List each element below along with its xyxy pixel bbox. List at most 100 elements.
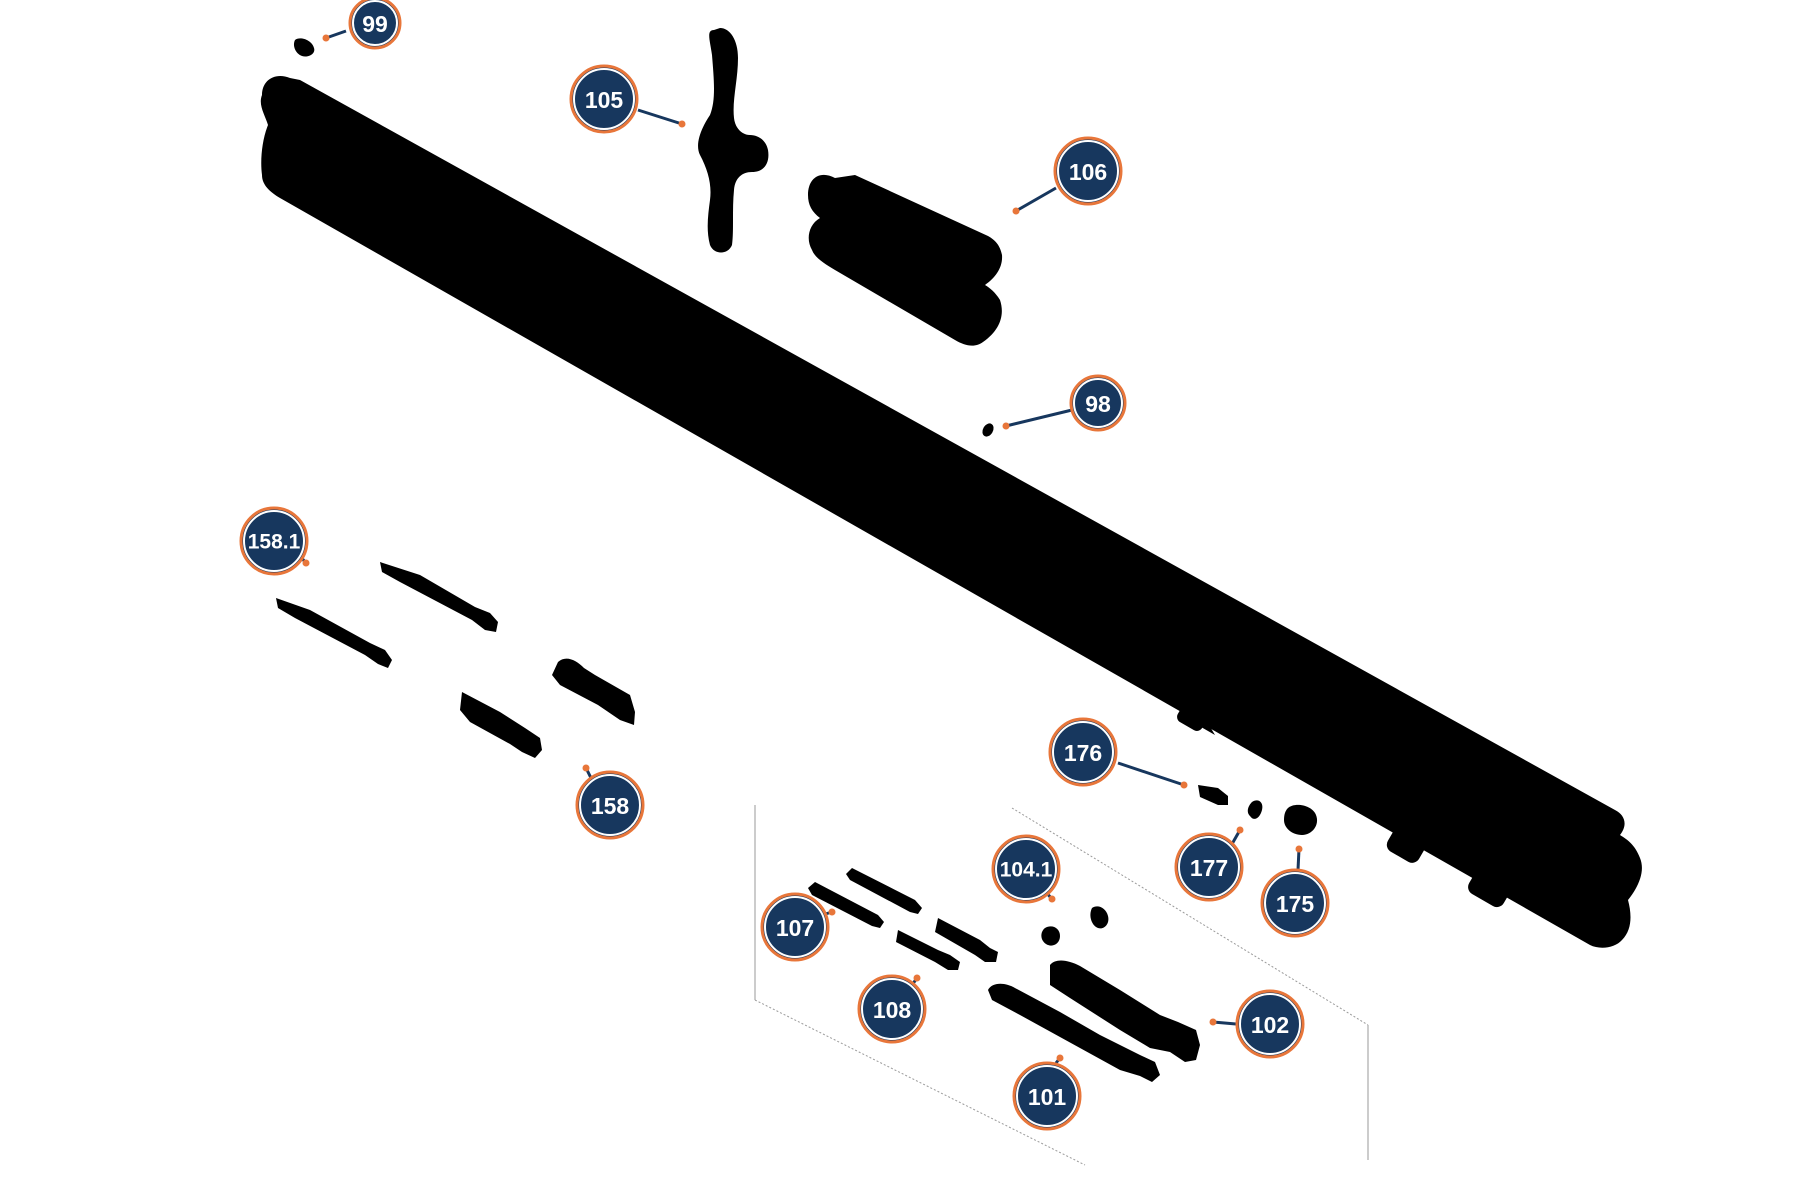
part-107-b — [846, 868, 922, 914]
part-99 — [293, 38, 315, 57]
part-105 — [698, 28, 769, 253]
part-175 — [1284, 804, 1318, 835]
callout-98[interactable]: 98 — [1002, 374, 1127, 432]
leader-line — [1015, 186, 1057, 213]
callout-101[interactable]: 101 — [1012, 1054, 1082, 1131]
leader-dot — [1295, 845, 1303, 853]
part-104-1-a — [1041, 926, 1060, 946]
callout-badge — [1053, 136, 1123, 206]
part-104-1-b — [1090, 906, 1109, 929]
callout-badge — [1174, 832, 1244, 902]
callout-inner-ring — [1239, 993, 1301, 1055]
leader-dot — [1209, 1018, 1217, 1026]
callout-inner-ring — [1178, 836, 1240, 898]
leader-line — [637, 108, 683, 126]
part-158-1-a — [380, 562, 498, 632]
part-158-a — [552, 658, 635, 725]
callout-label: 99 — [362, 11, 388, 37]
callout-badge — [1048, 717, 1118, 787]
callout-175[interactable]: 175 — [1260, 845, 1330, 938]
callout-176[interactable]: 176 — [1048, 717, 1188, 789]
callout-inner-ring — [573, 68, 635, 130]
part-main-body-lug-4 — [1468, 866, 1512, 908]
callout-label: 108 — [873, 997, 912, 1023]
callout-inner-ring — [579, 774, 641, 836]
leader-dot — [1056, 1054, 1064, 1062]
leader-dot — [302, 559, 310, 567]
leader-dot — [913, 974, 921, 982]
callout-158[interactable]: 158 — [575, 764, 645, 840]
part-98 — [982, 423, 994, 437]
callout-inner-ring — [1052, 721, 1114, 783]
callout-102[interactable]: 102 — [1209, 989, 1305, 1059]
callout-badge — [760, 892, 830, 962]
callout-inner-ring — [243, 510, 305, 572]
callout-label: 104.1 — [1000, 859, 1053, 882]
leader-dot — [1002, 422, 1010, 430]
callout-label: 177 — [1190, 855, 1228, 881]
callout-inner-ring — [352, 0, 398, 46]
leader-dot — [828, 908, 836, 916]
callout-label: 158 — [591, 793, 630, 819]
callout-badge — [575, 770, 645, 840]
callout-177[interactable]: 177 — [1174, 826, 1244, 902]
callout-107[interactable]: 107 — [760, 892, 836, 962]
callout-badge — [857, 974, 927, 1044]
callout-inner-ring — [1016, 1065, 1078, 1127]
callout-badge — [991, 834, 1061, 904]
callout-99[interactable]: 99 — [322, 0, 402, 50]
callout-label: 102 — [1251, 1012, 1289, 1038]
callout-106[interactable]: 106 — [1012, 136, 1123, 215]
part-main-body — [260, 75, 1642, 948]
part-158-b — [460, 692, 542, 758]
frame-bottom-edge — [754, 999, 1086, 1166]
callout-158-1[interactable]: 158.1 — [239, 506, 310, 576]
subassembly-frame — [754, 805, 1369, 1166]
callout-badge — [569, 64, 639, 134]
leader-dot — [678, 120, 686, 128]
callout-108[interactable]: 108 — [857, 974, 927, 1044]
part-main-body-lug-3 — [1386, 821, 1430, 863]
leader-line — [1005, 408, 1073, 428]
part-158-1-b — [276, 598, 392, 668]
frame-top-edge — [1011, 807, 1369, 1026]
callout-label: 106 — [1069, 159, 1107, 185]
leader-dot — [582, 764, 590, 772]
leader-line — [1212, 1020, 1237, 1026]
callout-badge — [1069, 374, 1127, 432]
callout-label: 175 — [1276, 891, 1315, 917]
leader-dot — [1048, 895, 1056, 903]
part-107-c — [935, 918, 998, 962]
callout-inner-ring — [1073, 378, 1123, 428]
leader-dot — [322, 34, 330, 42]
callout-105[interactable]: 105 — [569, 64, 686, 134]
callout-label: 101 — [1028, 1084, 1067, 1110]
callout-inner-ring — [861, 978, 923, 1040]
part-177 — [1247, 800, 1263, 819]
callout-badge — [348, 0, 402, 50]
leader-dot — [1180, 781, 1188, 789]
leader-line — [1117, 761, 1185, 787]
callout-badge — [1260, 868, 1330, 938]
leader-dot — [1236, 826, 1244, 834]
callout-badge — [239, 506, 309, 576]
callout-inner-ring — [764, 896, 826, 958]
leader-dot — [1012, 207, 1020, 215]
callout-inner-ring — [995, 838, 1057, 900]
callout-label: 107 — [776, 915, 814, 941]
callout-inner-ring — [1264, 872, 1326, 934]
part-102 — [1050, 960, 1200, 1062]
callouts-group: 99 105 106 98 158.1 158 176 104.1 177 175 107 108 10… — [239, 0, 1330, 1131]
callout-104-1[interactable]: 104.1 — [991, 834, 1061, 904]
part-106 — [808, 174, 1003, 346]
part-107-a — [808, 882, 884, 928]
callout-label: 98 — [1085, 391, 1111, 417]
leader-line — [1296, 848, 1301, 871]
part-176 — [1198, 785, 1228, 805]
part-main-body-lug-2 — [1177, 697, 1211, 731]
part-108 — [896, 930, 960, 970]
callout-label: 105 — [585, 87, 624, 113]
callout-badge — [1235, 989, 1305, 1059]
callout-badge — [1012, 1061, 1082, 1131]
